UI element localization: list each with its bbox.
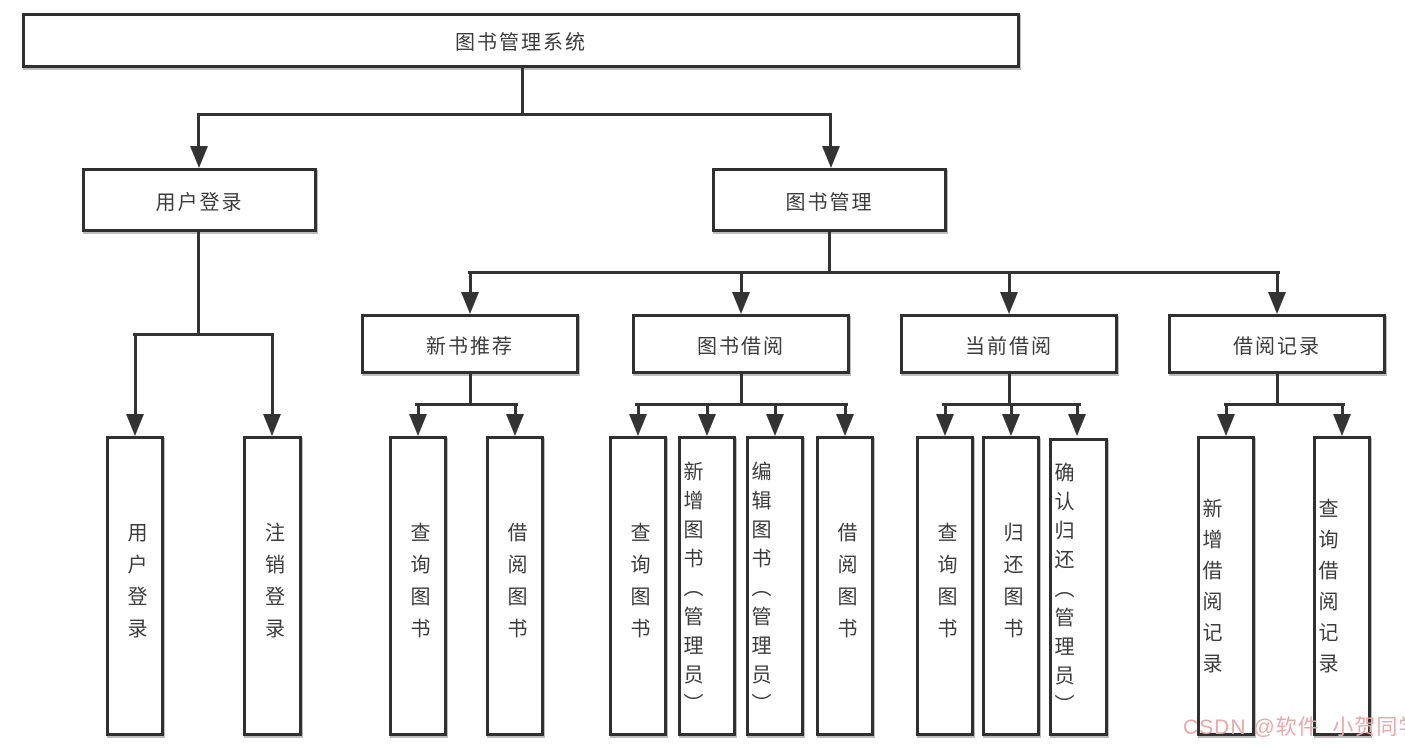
connector-arrow-b3-head bbox=[766, 414, 784, 436]
connector-arrow-bookmgmt-shaft bbox=[829, 113, 832, 150]
connector-groupD-hline bbox=[1224, 403, 1345, 406]
leaf-b-borrow-books: 借阅图书 bbox=[816, 436, 874, 736]
connector-groupD-vline bbox=[1276, 374, 1279, 405]
node-new-book-recommend-label: 新书推荐 bbox=[426, 335, 514, 358]
leaf-d-add-borrow-record: 新增借阅记录 bbox=[1197, 436, 1255, 736]
connector-arrow-login1-head bbox=[126, 414, 144, 436]
connector-arrow-b1-shaft bbox=[637, 403, 640, 418]
connector-arrow-borrow-shaft bbox=[740, 271, 743, 296]
connector-arrow-current-head bbox=[1000, 292, 1018, 314]
connector-arrow-login-head bbox=[190, 146, 208, 168]
node-library-system: 图书管理系统 bbox=[22, 13, 1020, 68]
node-book-borrow-label: 图书借阅 bbox=[697, 335, 785, 358]
leaf-logout: 注销登录 bbox=[243, 436, 302, 736]
connector-arrow-bookmgmt-head bbox=[822, 146, 840, 168]
node-library-system-label: 图书管理系统 bbox=[455, 32, 587, 54]
leaf-d-query-borrow-record: 查询借阅记录 bbox=[1313, 436, 1371, 736]
connector-arrow-a1-shaft bbox=[417, 403, 420, 418]
leaf-user-login-label: 用户登录 bbox=[124, 522, 146, 650]
leaf-a-query-books-label: 查询图书 bbox=[407, 522, 429, 650]
leaf-b-edit-books-admin-label: 编辑图书（管理员） bbox=[748, 460, 770, 722]
connector-arrow-b4-head bbox=[836, 414, 854, 436]
node-user-login: 用户登录 bbox=[82, 168, 317, 232]
leaf-d-query-borrow-record-label: 查询借阅记录 bbox=[1315, 498, 1337, 684]
node-borrow-records-label: 借阅记录 bbox=[1233, 335, 1321, 358]
connector-arrow-b4-shaft bbox=[844, 403, 847, 418]
connector-arrow-c3-head bbox=[1068, 414, 1086, 436]
connector-bookmgmt-vline bbox=[828, 232, 831, 273]
node-user-login-label: 用户登录 bbox=[155, 191, 244, 214]
connector-arrow-b2-shaft bbox=[706, 403, 709, 418]
connector-arrow-c1-shaft bbox=[944, 403, 947, 418]
node-new-book-recommend: 新书推荐 bbox=[361, 314, 579, 374]
connector-arrow-a2-head bbox=[506, 414, 524, 436]
leaf-b-add-books-admin-label: 新增图书（管理员） bbox=[680, 460, 702, 722]
connector-arrow-c1-head bbox=[936, 414, 954, 436]
leaf-a-borrow-books-label: 借阅图书 bbox=[504, 522, 526, 650]
node-book-management: 图书管理 bbox=[712, 168, 947, 232]
node-book-borrow: 图书借阅 bbox=[632, 314, 850, 374]
connector-arrow-d2-head bbox=[1333, 414, 1351, 436]
connector-arrow-borrow-head bbox=[732, 292, 750, 314]
connector-arrow-c3-shaft bbox=[1076, 403, 1079, 418]
connector-arrow-d2-shaft bbox=[1341, 403, 1344, 418]
leaf-a-borrow-books: 借阅图书 bbox=[486, 436, 544, 736]
connector-arrow-b3-shaft bbox=[774, 403, 777, 418]
connector-groupA-hline bbox=[415, 403, 518, 406]
connector-login-hline bbox=[133, 333, 274, 336]
connector-groupA-vline bbox=[469, 374, 472, 405]
connector-groupB-hline bbox=[635, 403, 848, 406]
connector-root-hline bbox=[197, 113, 832, 116]
leaf-d-add-borrow-record-label: 新增借阅记录 bbox=[1199, 498, 1221, 684]
connector-arrow-b1-head bbox=[629, 414, 647, 436]
connector-arrow-c2-shaft bbox=[1010, 403, 1013, 418]
connector-arrow-d1-shaft bbox=[1225, 403, 1228, 418]
leaf-b-add-books-admin: 新增图书（管理员） bbox=[678, 436, 736, 736]
node-current-borrow: 当前借阅 bbox=[900, 314, 1118, 374]
leaf-c-return-books-label: 归还图书 bbox=[1000, 522, 1022, 650]
connector-arrow-c2-head bbox=[1002, 414, 1020, 436]
leaf-a-query-books: 查询图书 bbox=[389, 436, 447, 736]
connector-arrow-login2-shaft bbox=[271, 333, 274, 418]
connector-level2-hline bbox=[468, 271, 1280, 274]
connector-arrow-newbook-shaft bbox=[469, 271, 472, 296]
leaf-c-confirm-return-admin-label: 确认归还（管理员） bbox=[1051, 461, 1073, 723]
leaf-c-return-books: 归还图书 bbox=[982, 436, 1040, 736]
connector-arrow-login-shaft bbox=[197, 113, 200, 150]
leaf-b-query-books: 查询图书 bbox=[609, 436, 667, 736]
connector-arrow-a2-shaft bbox=[514, 403, 517, 418]
leaf-c-confirm-return-admin: 确认归还（管理员） bbox=[1049, 438, 1108, 736]
connector-arrow-login2-head bbox=[263, 414, 281, 436]
leaf-b-edit-books-admin: 编辑图书（管理员） bbox=[746, 436, 804, 736]
leaf-logout-label: 注销登录 bbox=[261, 522, 284, 650]
connector-groupB-vline bbox=[740, 374, 743, 405]
leaf-c-query-books-label: 查询图书 bbox=[934, 522, 956, 650]
connector-login-vline bbox=[197, 232, 200, 335]
connector-arrow-newbook-head bbox=[461, 292, 479, 314]
leaf-c-query-books: 查询图书 bbox=[916, 436, 974, 736]
node-book-management-label: 图书管理 bbox=[785, 191, 874, 214]
connector-arrow-login1-shaft bbox=[134, 333, 137, 418]
connector-arrow-records-shaft bbox=[1276, 271, 1279, 296]
leaf-b-borrow-books-label: 借阅图书 bbox=[834, 522, 856, 650]
connector-arrow-a1-head bbox=[409, 414, 427, 436]
connector-arrow-b2-head bbox=[698, 414, 716, 436]
node-current-borrow-label: 当前借阅 bbox=[965, 335, 1053, 358]
csdn-watermark: CSDN @软件_小贺同学 bbox=[1183, 716, 1405, 739]
connector-root-vline bbox=[521, 68, 524, 116]
connector-groupC-vline bbox=[1008, 374, 1011, 405]
leaf-user-login: 用户登录 bbox=[106, 436, 164, 736]
connector-arrow-current-shaft bbox=[1008, 271, 1011, 296]
connector-arrow-d1-head bbox=[1217, 414, 1235, 436]
node-borrow-records: 借阅记录 bbox=[1168, 314, 1386, 374]
leaf-b-query-books-label: 查询图书 bbox=[627, 522, 649, 650]
connector-arrow-records-head bbox=[1268, 292, 1286, 314]
